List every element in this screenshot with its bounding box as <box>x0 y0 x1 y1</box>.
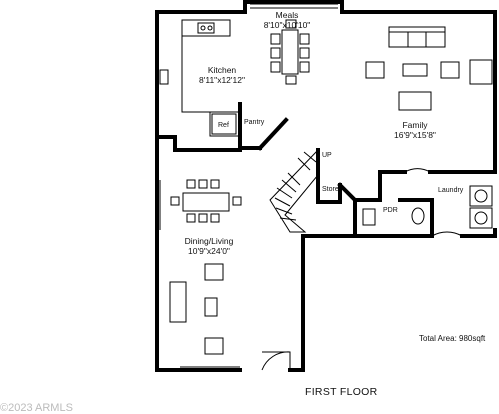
walls <box>155 0 497 372</box>
room-label-laundry: Laundry <box>438 187 464 194</box>
stair-up-label: UP <box>322 152 332 159</box>
floor-title: FIRST FLOOR <box>305 386 378 398</box>
copyright-watermark: ©2023 ARMLS <box>0 402 73 414</box>
room-label-store: Store <box>322 186 339 193</box>
room-label-ref: Ref <box>218 122 229 129</box>
total-area-text: Total Area: 980sqft <box>419 334 486 343</box>
room-label-pdr: PDR <box>383 207 398 214</box>
room-label-pantry: Pantry <box>244 119 265 126</box>
fixtures <box>159 3 493 371</box>
